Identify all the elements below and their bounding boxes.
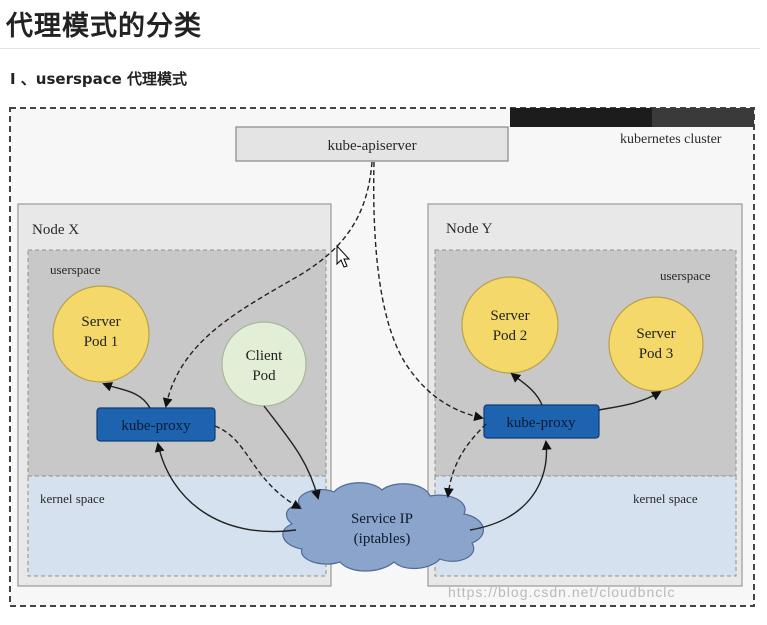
node-x-kernel-space xyxy=(27,475,327,577)
server-pod-2 xyxy=(461,276,559,374)
server-pod-1-line1: Server xyxy=(81,314,120,330)
arrow-proxy-y-to-service xyxy=(443,423,487,498)
arrow-service-to-proxy-y xyxy=(469,440,552,531)
server-pod-1-line2: Pod 1 xyxy=(84,334,119,350)
arrow-apiserver-to-proxy-x xyxy=(162,161,373,408)
cluster-label: kubernetes cluster xyxy=(620,132,722,147)
node-y-label: Node Y xyxy=(446,221,493,237)
server-pod-2-line1: Server xyxy=(490,308,529,324)
server-pod-3-line2: Pod 3 xyxy=(639,346,674,362)
arrow-client-to-service xyxy=(263,405,321,500)
mouse-cursor-icon xyxy=(336,244,351,268)
service-ip-cloud xyxy=(282,482,484,572)
watermark: https://blog.csdn.net/cloudbnclc xyxy=(448,584,676,600)
kube-proxy-node-x-label: kube-proxy xyxy=(121,418,191,434)
client-pod-line1: Client xyxy=(246,348,283,364)
arrow-proxy-y-to-pod3 xyxy=(598,390,662,411)
server-pod-3 xyxy=(608,296,704,392)
server-pod-2-line2: Pod 2 xyxy=(493,328,528,344)
service-ip-label: Service IP xyxy=(351,511,413,527)
arrow-proxy-x-to-service xyxy=(214,425,302,509)
server-pod-3-line1: Server xyxy=(636,326,675,342)
server-pod-1 xyxy=(52,285,150,383)
node-y-userspace-label: userspace xyxy=(660,268,711,283)
arrow-service-to-proxy-x xyxy=(154,442,297,533)
client-pod xyxy=(221,321,307,407)
node-x-kernel-label: kernel space xyxy=(40,491,105,506)
kube-apiserver-box xyxy=(235,126,509,162)
arrow-apiserver-to-proxy-y xyxy=(373,161,484,422)
node-x-userspace-label: userspace xyxy=(50,262,101,277)
node-x-label: Node X xyxy=(32,222,79,238)
kube-proxy-node-x xyxy=(96,407,216,442)
client-pod-line2: Pod xyxy=(252,368,276,384)
arrow-proxy-x-to-pod1 xyxy=(102,382,151,409)
title-divider xyxy=(0,48,760,49)
cluster-header-bar-end xyxy=(652,108,754,127)
node-y-kernel-label: kernel space xyxy=(633,491,698,506)
service-ip-sublabel: (iptables) xyxy=(354,531,411,547)
kube-proxy-node-y-label: kube-proxy xyxy=(506,415,576,431)
kube-apiserver-label: kube-apiserver xyxy=(327,138,416,154)
page-title: 代理模式的分类 xyxy=(6,11,202,42)
section-subtitle: I 、userspace 代理模式 xyxy=(10,70,188,88)
arrow-proxy-y-to-pod2 xyxy=(510,372,543,406)
